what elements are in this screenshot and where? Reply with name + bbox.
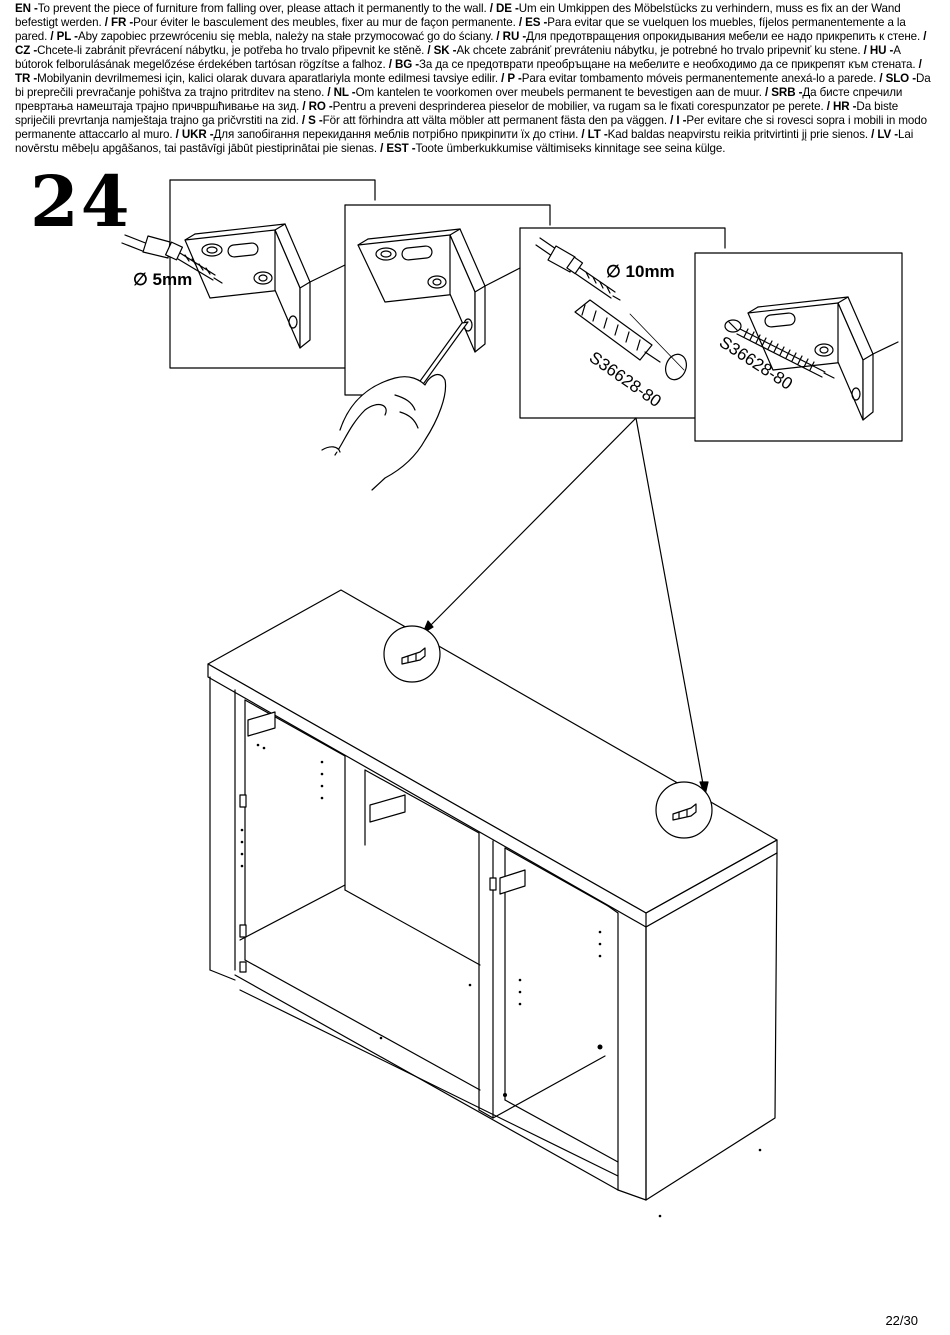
instruction-p: / P -Para evitar tombamento móveis perma… bbox=[498, 72, 877, 85]
instruction-fr: / FR -Pour éviter le basculement des meu… bbox=[101, 16, 516, 29]
hand-with-pencil-icon bbox=[321, 321, 469, 491]
angle-bracket bbox=[747, 296, 899, 421]
detail-screw-bracket: S36628-80 bbox=[694, 252, 903, 442]
instruction-srb: / SRB -Да бисте спречили превртања намеш… bbox=[15, 86, 903, 113]
cabinet-drawing bbox=[207, 589, 778, 1218]
instruction-en: EN -To prevent the piece of furniture fr… bbox=[15, 2, 487, 15]
drill-10mm-label: ∅ 10mm bbox=[606, 262, 675, 281]
instruction-i: / I -Per evitare che si rovesci sopra i … bbox=[15, 114, 927, 141]
screw-icon bbox=[724, 319, 835, 379]
callout-circle-right bbox=[655, 781, 713, 839]
page-number: 22/30 bbox=[885, 1313, 918, 1328]
instruction-de: / DE -Um ein Umkippen des Möbelstücks zu… bbox=[15, 2, 901, 29]
drill-bit-icon bbox=[535, 237, 621, 301]
instruction-hu: / HU -A bútorok felborulásának megelőzés… bbox=[15, 44, 901, 71]
wall-plug-icon bbox=[574, 299, 687, 381]
detail-drill-5mm: ∅ 5mm bbox=[121, 179, 376, 369]
instruction-slo: / SLO -Da bi preprečili prevračanje pohi… bbox=[15, 72, 931, 99]
instruction-pl: / PL -Aby zapobiec przewróceniu się mebl… bbox=[47, 30, 494, 43]
detail-drill-10mm: ∅ 10mm S36628-80 bbox=[519, 227, 726, 419]
drill-5mm-label: ∅ 5mm bbox=[133, 270, 192, 289]
instruction-lt: / LT -Kad baldas neapvirstu reikia pritv… bbox=[578, 128, 869, 141]
callout-circle-left bbox=[383, 625, 441, 683]
instruction-cz: / CZ -Chcete-li zabránit převrácení náby… bbox=[15, 30, 927, 57]
step-number: 24 bbox=[30, 160, 132, 243]
instruction-nl: / NL -Om kantelen te voorkomen over meub… bbox=[324, 86, 762, 99]
multilingual-instructions: EN -To prevent the piece of furniture fr… bbox=[15, 2, 935, 156]
instruction-s: / S -För att förhindra att välta möbler … bbox=[298, 114, 667, 127]
instruction-lv: / LV -Lai novērstu mēbeļu apgāšanos, tai… bbox=[15, 128, 914, 155]
instruction-tr: / TR -Mobilyanin devrilmemesi için, kali… bbox=[15, 58, 922, 85]
leader-lines bbox=[422, 417, 709, 796]
angle-bracket bbox=[184, 223, 346, 349]
angle-bracket bbox=[357, 228, 521, 353]
instruction-ukr: / UKR -Для запобігання перекидання меблі… bbox=[172, 128, 579, 141]
drill-bit-icon bbox=[121, 234, 223, 284]
instruction-ro: / RO -Pentru a preveni desprinderea pies… bbox=[299, 100, 824, 113]
instruction-est: / EST -Toote ümberkukkumise vältimiseks … bbox=[377, 142, 726, 155]
instruction-hr: / HR -Da biste spriječili prevrtanja nam… bbox=[15, 100, 899, 127]
detail-mark-wall bbox=[321, 204, 551, 491]
instruction-ru: / RU -Для предотвращения опрокидывания м… bbox=[493, 30, 921, 43]
instruction-es: / ES -Para evitar que se vuelquen los mu… bbox=[15, 16, 906, 43]
instruction-bg: / BG -За да се предотврати преобръщане н… bbox=[385, 58, 916, 71]
instruction-sk: / SK -Ak chcete zabrániť prevráteniu náb… bbox=[424, 44, 861, 57]
